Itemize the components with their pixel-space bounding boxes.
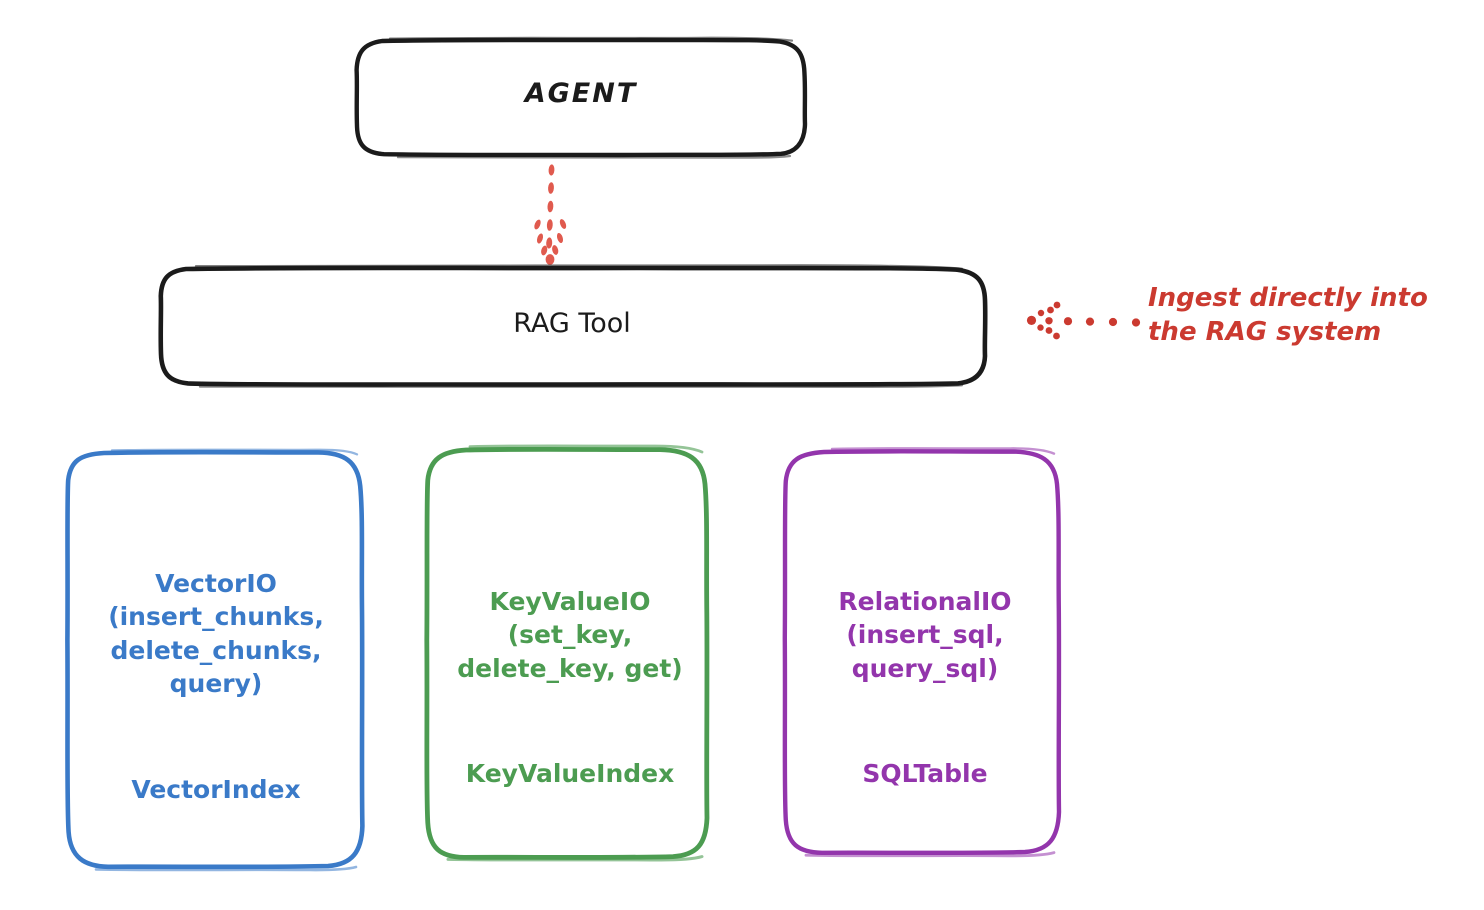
keyvalue-store-title: KeyValueIO (set_key, delete_key, get) [457, 586, 683, 683]
keyvalue-store-index: KeyValueIndex [465, 759, 675, 789]
vector-store-title: VectorIO (insert_chunks, delete_chunks, … [108, 568, 324, 699]
rag-tool-box-sketch-overstroke [194, 264, 964, 270]
vector-store-box-sketch-overstroke-bottom [94, 865, 358, 872]
ingest-annotation-label: Ingest directly into the RAG system [1148, 283, 1428, 348]
vector-store-label: VectorIO (insert_chunks, delete_chunks, … [68, 533, 364, 840]
agent-box-sketch-overstroke-bottom [396, 154, 792, 159]
agent-node[interactable] [354, 36, 808, 159]
agent-box-sketch-overstroke [388, 36, 794, 42]
vector-store-box-sketch-overstroke [110, 448, 359, 456]
vector-store-index: VectorIndex [131, 774, 301, 804]
rag-tool-box-outline [158, 265, 988, 387]
relational-store-box-sketch-overstroke [830, 447, 1056, 455]
keyvalue-store-box-sketch-overstroke-bottom [446, 855, 704, 862]
vector-store-box-outline [65, 449, 365, 870]
keyvalue-store-box-sketch-overstroke [468, 444, 704, 454]
relational-store-box-outline [782, 449, 1062, 856]
agent-box-outline [354, 37, 808, 158]
keyvalue-store-label: KeyValueIO (set_key, delete_key, get) Ke… [424, 551, 716, 824]
relational-store-node[interactable] [782, 447, 1062, 858]
vector-store-node[interactable] [65, 448, 365, 872]
agent-to-rag-arrow [534, 164, 567, 265]
ingest-annotation-arrow [1026, 301, 1141, 340]
relational-store-index: SQLTable [862, 759, 988, 789]
keyvalue-store-node[interactable] [424, 444, 710, 862]
relational-store-title: RelationalIO (insert_sql, query_sql) [838, 586, 1012, 683]
relational-store-box-sketch-overstroke-bottom [804, 851, 1056, 858]
keyvalue-store-box-outline [424, 446, 710, 860]
rag-tool-box-sketch-overstroke-bottom [198, 384, 964, 389]
rag-tool-node[interactable] [158, 264, 988, 389]
relational-store-label: RelationalIO (insert_sql, query_sql) SQL… [784, 551, 1066, 824]
